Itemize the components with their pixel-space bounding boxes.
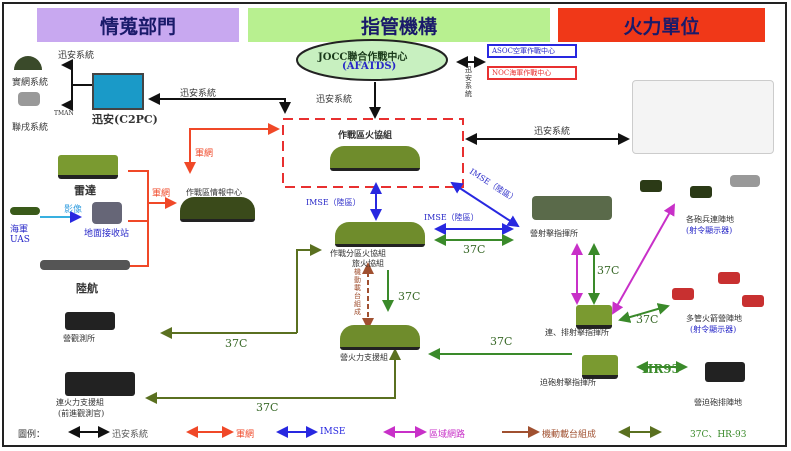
mlrs-icon [742,295,764,307]
jocc-ellipse [296,39,448,81]
howitzer-icon [640,180,662,192]
howitzer-icon [690,186,712,198]
label: (射令顯示器) [686,226,733,235]
bn-fdc-photo [532,196,612,220]
c2pc-icon [92,73,144,110]
label: 迅安系統 [58,51,95,61]
label: 陸航 [76,282,98,295]
label: 迫砲射擊指揮所 [540,378,596,387]
label: 營迫砲排陣地 [694,398,742,407]
towed-gun-icon [730,175,760,187]
legend-item: 軍網 [236,430,255,440]
label: 影像 [64,205,83,215]
label: 軍網 [195,149,214,159]
asoc-label: ASOC空軍作戰中心 [492,47,555,55]
header-intel: 情蒐部門 [37,8,239,42]
noc-label: NOC海軍作戰中心 [492,69,552,77]
forward-observer-icon [65,372,135,396]
label: 地面接收站 [84,229,130,239]
label: 海軍 UAS [10,225,30,245]
radar-truck-icon [58,155,118,179]
asoc-box [487,44,577,58]
label: IMSE（陸區） [306,198,361,207]
label: 迅安系統 [465,66,472,98]
link-label: 37C [490,335,513,348]
plt-fdc-truck-icon [576,305,612,329]
label: 雷達 [74,184,96,197]
link-label: 37C [256,401,279,414]
label: 連、排射擊指揮所 [545,328,609,337]
label: 營觀測所 [63,334,95,343]
label: 營火力支援組 [340,353,388,362]
jocc-label: JOCC聯合作戰中心 [318,52,408,63]
mortar-fdc-truck-icon [582,355,618,379]
label: TMAN [54,110,74,117]
area-fscc-label: 作戰區火協組 [338,131,393,141]
label: 旅火協組 [352,259,384,268]
link-label: 37C [225,337,248,350]
uav-icon [10,207,40,215]
label: IMSE（陸區） [424,213,479,222]
header-intel-text: 情蒐部門 [99,15,176,38]
header-fire: 火力單位 [558,8,765,42]
link-label: 37C [636,313,659,326]
legend-item: 37C、HR-93 [690,430,747,440]
link-label: HR93 [642,362,681,376]
intel-center-icon [180,197,255,222]
label: 多管火箭營陣地 [686,314,742,323]
header-command: 指管機構 [248,8,550,42]
label: 迅安系統 [180,89,217,99]
label: (射令顯示器) [690,325,737,334]
bn-fso-tent-icon [340,325,420,350]
mlrs-icon [718,272,740,284]
label: 連火力支援組 [56,398,104,407]
legend-title: 圖例： [18,430,46,440]
header-fire-text: 火力單位 [623,15,700,38]
label: 聯戌系統 [12,123,49,133]
area-fscc-tent-icon [330,146,420,171]
noc-box [487,66,577,80]
link-label: 37C [463,243,486,256]
mlrs-icon [672,288,694,300]
header-command-text: 指管機構 [360,15,437,38]
label: (前進觀測官) [58,409,105,418]
label: 迅安系統 [316,95,353,105]
legend-item: 機動載台組成 [542,430,597,440]
sub-fscc-tent-icon [335,222,425,247]
link-label: 37C [398,290,421,303]
aircraft-icon [18,92,40,106]
label: 軍網 [152,189,171,199]
label: 迅安系統 [534,127,571,137]
observation-post-icon [65,312,115,330]
ground-station-icon [92,202,122,224]
label: 實網系統 [12,78,49,88]
legend-item: IMSE [320,427,346,437]
satellite-icon [14,56,42,70]
legend-item: 迅安系統 [112,430,149,440]
link-label: 37C [597,264,620,277]
ships-aircraft-icon [632,80,774,154]
mortar-icon [705,362,745,382]
frame [2,2,787,447]
label: 機動載台組成 [354,268,361,316]
afatds-label: (AFATDS) [342,61,397,72]
label: 迅安(C2PC) [92,113,158,126]
label: 作戰分區火協組 [330,249,386,258]
legend-item: 區域網路 [429,430,466,440]
helicopter-icon [40,260,130,270]
label: 作戰區情報中心 [186,188,242,197]
label: 各砲兵連陣地 [686,215,734,224]
label: 營射擊指揮所 [530,229,578,238]
